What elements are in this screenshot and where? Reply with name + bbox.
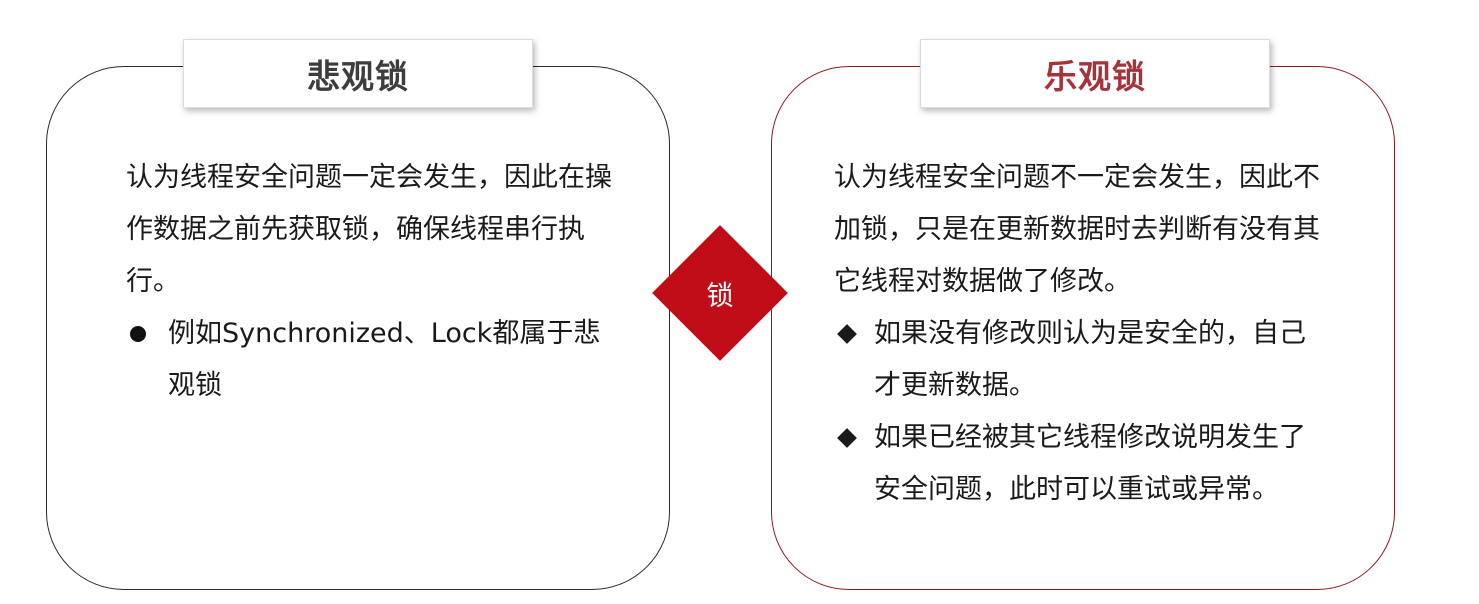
optimistic-lock-bullet: 如果没有修改则认为是安全的，自己才更新数据。 — [834, 308, 1324, 412]
pessimistic-lock-title: 悲观锁 — [183, 39, 533, 108]
pessimistic-lock-bullet: 例如Synchronized、Lock都属于悲观锁 — [128, 308, 608, 412]
pessimistic-lock-card — [46, 66, 670, 590]
bullet-dot-icon — [128, 308, 168, 412]
bullet-text: 如果没有修改则认为是安全的，自己才更新数据。 — [874, 318, 1306, 401]
bullet-diamond-icon — [834, 308, 874, 412]
optimistic-lock-title: 乐观锁 — [920, 39, 1270, 108]
bullet-text: 例如Synchronized、Lock都属于悲观锁 — [168, 318, 601, 401]
bullet-diamond-icon — [834, 412, 874, 516]
bullet-text: 如果已经被其它线程修改说明发生了安全问题，此时可以重试或异常。 — [874, 422, 1306, 505]
optimistic-lock-card — [771, 66, 1395, 590]
lock-diamond-label: 锁 — [706, 280, 734, 312]
optimistic-lock-description: 认为线程安全问题不一定会发生，因此不加锁，只是在更新数据时去判断有没有其它线程对… — [834, 162, 1320, 297]
optimistic-lock-bullet: 如果已经被其它线程修改说明发生了安全问题，此时可以重试或异常。 — [834, 412, 1324, 516]
pessimistic-lock-description: 认为线程安全问题一定会发生，因此在操作数据之前先获取锁，确保线程串行执行。 — [126, 162, 612, 297]
